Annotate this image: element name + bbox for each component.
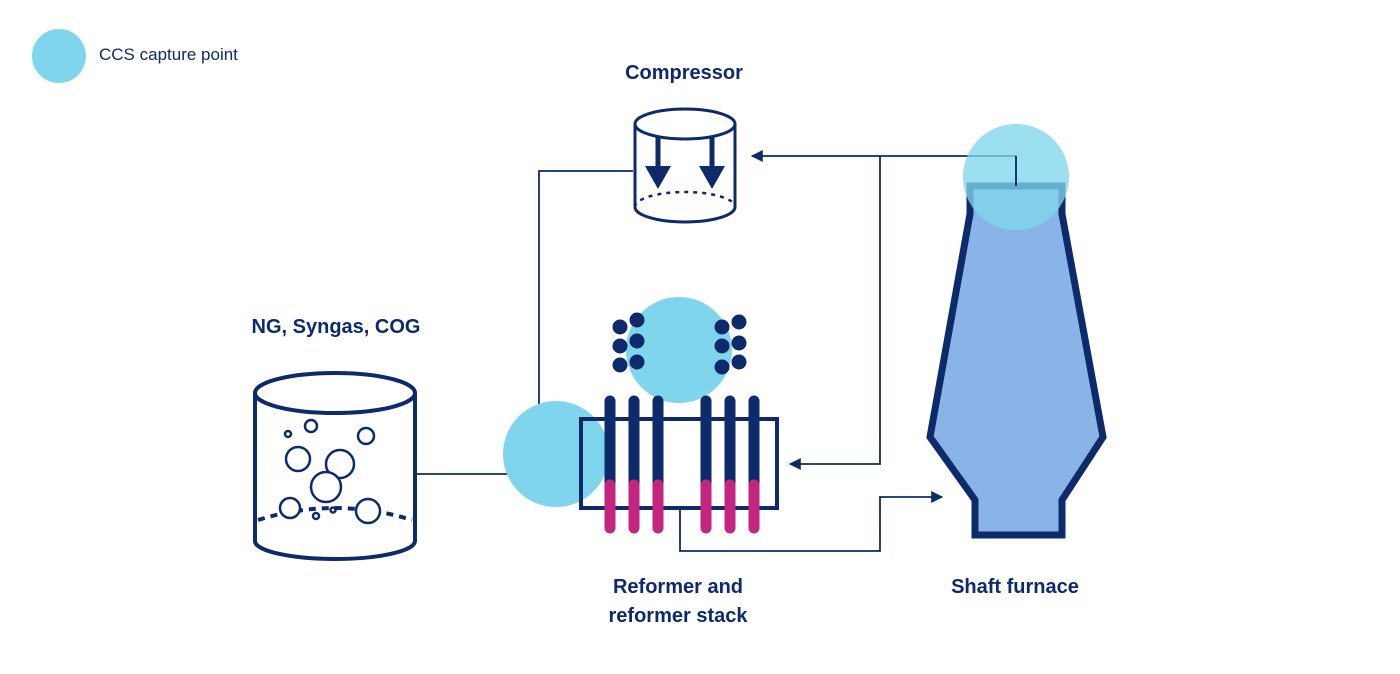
flow-branch-to-reformer bbox=[788, 156, 881, 470]
shaft-furnace-icon bbox=[926, 124, 1107, 539]
reformer-label-line2: reformer stack bbox=[608, 605, 748, 627]
flow-reformer-to-furnace bbox=[679, 491, 944, 552]
gas-tank-icon bbox=[253, 371, 417, 561]
reformer-icon bbox=[503, 297, 779, 534]
shaft-furnace-label: Shaft furnace bbox=[951, 576, 1079, 598]
compressor-label: Compressor bbox=[625, 62, 743, 84]
reformer-stack-smoke bbox=[612, 312, 747, 375]
compressor-icon bbox=[633, 107, 737, 224]
ccs-capture-point-icon bbox=[32, 29, 86, 83]
legend-label: CCS capture point bbox=[99, 45, 238, 64]
ccs-capture-point-reformer-stack bbox=[626, 297, 732, 403]
reformer-label-line1: Reformer and bbox=[612, 576, 744, 598]
ccs-capture-point-reformer-inlet bbox=[503, 401, 609, 507]
feed-gas-label: NG, Syngas, COG bbox=[251, 316, 421, 338]
